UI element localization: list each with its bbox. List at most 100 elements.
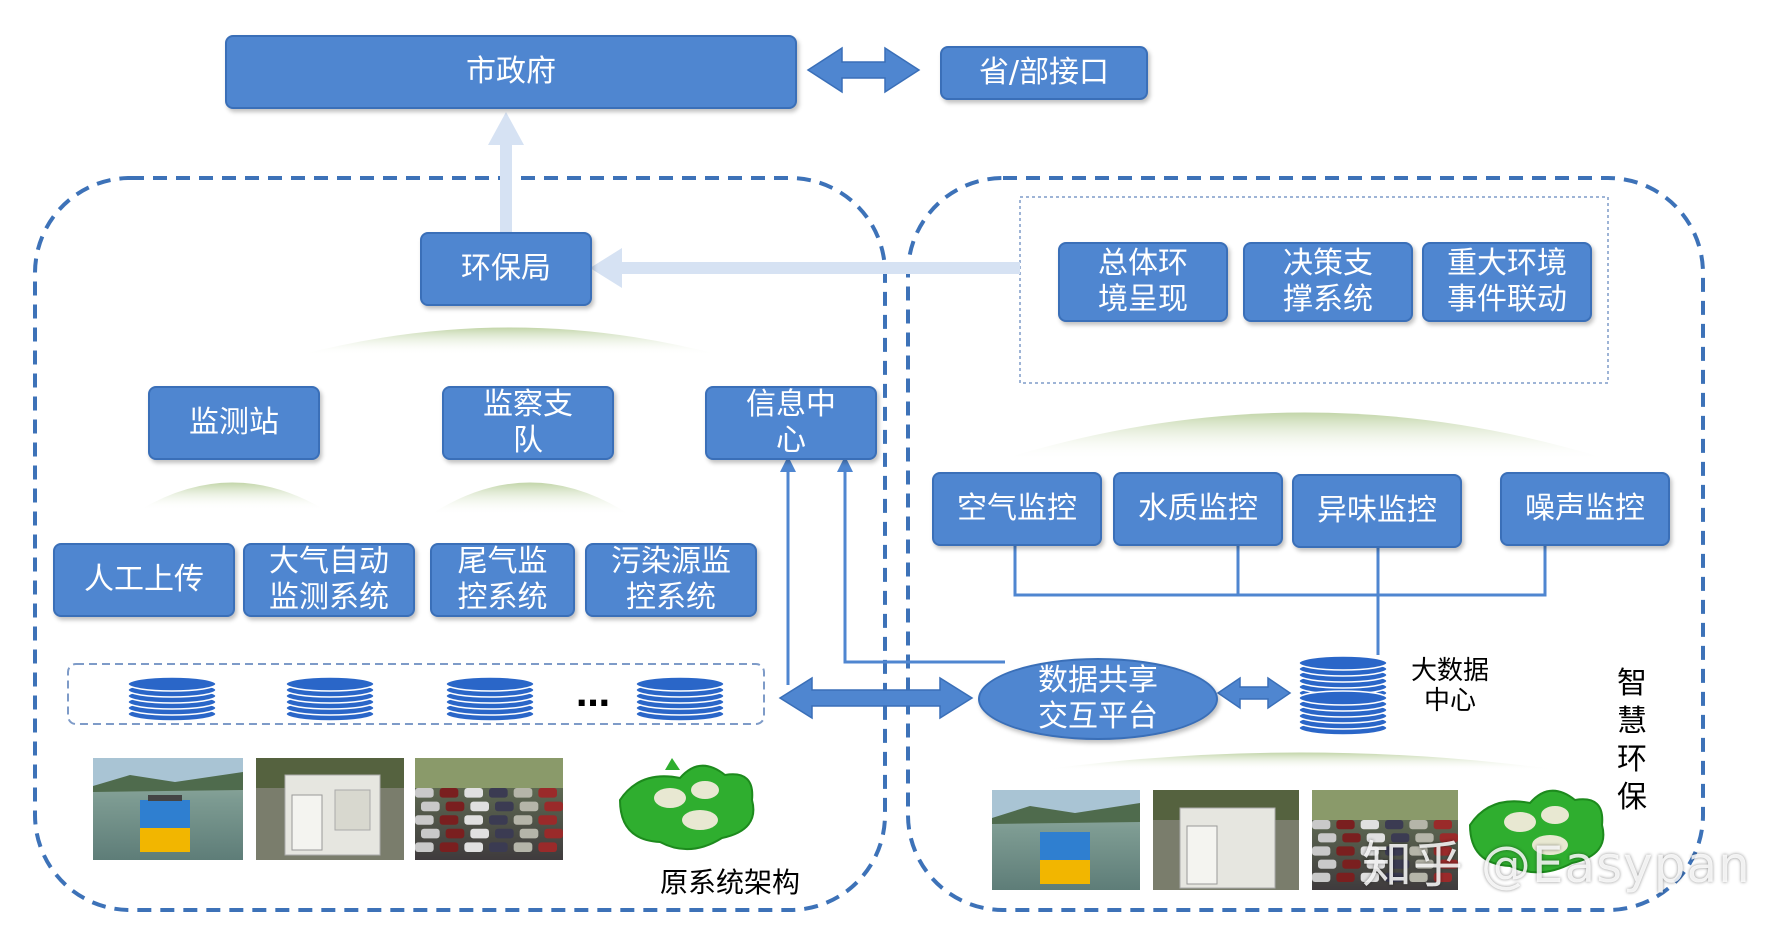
arrow-up-icon bbox=[780, 456, 796, 472]
car-shape bbox=[519, 801, 539, 812]
air-auto-monitoring-box[interactable]: 大气自动 监测系统 bbox=[243, 543, 415, 617]
inspection-team-label: 监察支 队 bbox=[483, 387, 573, 458]
monitoring-station-box[interactable]: 监测站 bbox=[148, 386, 320, 460]
province-interface-label: 省/部接口 bbox=[978, 55, 1110, 90]
water-monitoring-box[interactable]: 水质监控 bbox=[1113, 472, 1283, 546]
green-map-icon-left bbox=[618, 758, 755, 851]
noise-monitoring-label: 噪声监控 bbox=[1525, 491, 1645, 526]
photo-water-station-left bbox=[93, 758, 243, 860]
car-shape bbox=[489, 842, 508, 852]
database-stacks bbox=[127, 676, 725, 722]
car-shape bbox=[1342, 833, 1361, 843]
car-shape bbox=[544, 801, 563, 812]
original-architecture-caption: 原系统架构 bbox=[659, 866, 800, 899]
car-shape bbox=[489, 788, 508, 798]
car-shape bbox=[445, 801, 465, 812]
arrow-left-icon bbox=[590, 248, 622, 288]
car-shape bbox=[1385, 872, 1404, 882]
ellipsis: … bbox=[576, 675, 610, 715]
car-shape bbox=[1360, 846, 1379, 856]
manual-upload-label: 人工上传 bbox=[84, 562, 204, 597]
car-shape bbox=[1391, 859, 1410, 869]
car-shape bbox=[464, 842, 483, 852]
car-shape bbox=[513, 815, 533, 825]
car-shape bbox=[421, 801, 440, 812]
car-shape bbox=[470, 828, 489, 839]
double-arrow-icon bbox=[1216, 676, 1292, 710]
info-center-box[interactable]: 信息中 心 bbox=[705, 386, 877, 460]
province-interface-box[interactable]: 省/部接口 bbox=[940, 46, 1148, 100]
original-architecture-boundary bbox=[33, 176, 887, 912]
database-row-frame bbox=[67, 663, 765, 725]
car-shape bbox=[464, 815, 483, 825]
decision-support-label: 决策支 撑系统 bbox=[1283, 246, 1373, 317]
smart-epb-label: 智 慧 环 保 bbox=[1617, 666, 1647, 815]
exhaust-monitoring-box[interactable]: 尾气监 控系统 bbox=[430, 543, 575, 617]
car-shape bbox=[1342, 859, 1361, 869]
car-shape bbox=[1366, 833, 1385, 843]
application-layer-frame bbox=[1019, 196, 1609, 384]
car-shape bbox=[439, 815, 459, 825]
exhaust-monitoring-label: 尾气监 控系统 bbox=[457, 544, 548, 615]
cone-icon bbox=[1000, 412, 1610, 460]
car-shape bbox=[1433, 820, 1452, 830]
overall-environment-label: 总体环 境呈现 bbox=[1098, 246, 1188, 317]
car-shape bbox=[1409, 872, 1428, 882]
car-shape bbox=[1391, 833, 1410, 843]
car-shape bbox=[1336, 820, 1355, 830]
major-event-linkage-box[interactable]: 重大环境 事件联动 bbox=[1422, 242, 1592, 322]
car-shape bbox=[495, 828, 514, 839]
car-shape bbox=[1360, 872, 1379, 882]
car-shape bbox=[538, 842, 557, 852]
arrow-up-icon bbox=[837, 456, 853, 472]
car-shape bbox=[1336, 872, 1355, 882]
decision-support-box[interactable]: 决策支 撑系统 bbox=[1243, 242, 1413, 322]
city-government-box[interactable]: 市政府 bbox=[225, 35, 797, 109]
monitoring-station-label: 监测站 bbox=[189, 405, 279, 440]
car-shape bbox=[1415, 859, 1434, 869]
car-shape bbox=[1318, 859, 1337, 869]
odor-monitoring-box[interactable]: 异味监控 bbox=[1292, 474, 1462, 548]
water-monitoring-label: 水质监控 bbox=[1138, 491, 1258, 526]
inspection-team-box[interactable]: 监察支 队 bbox=[442, 386, 614, 460]
pollution-source-monitoring-label: 污染源监 控系统 bbox=[611, 544, 731, 615]
car-shape bbox=[538, 815, 557, 825]
car-shape bbox=[415, 788, 434, 798]
car-shape bbox=[1439, 833, 1458, 843]
database-icon bbox=[127, 676, 217, 722]
arrow-shaft bbox=[620, 262, 1020, 274]
car-shape bbox=[1312, 820, 1331, 830]
car-shape bbox=[1366, 859, 1385, 869]
photo-traffic-left bbox=[415, 758, 563, 860]
double-arrow-icon bbox=[806, 46, 921, 94]
epb-label: 环保局 bbox=[461, 251, 551, 286]
manual-upload-box[interactable]: 人工上传 bbox=[53, 543, 235, 617]
green-map-icon-right bbox=[1468, 789, 1605, 874]
data-exchange-platform[interactable]: 数据共享 交互平台 bbox=[978, 658, 1218, 740]
database-icon bbox=[285, 676, 375, 722]
pollution-source-monitoring-box[interactable]: 污染源监 控系统 bbox=[585, 543, 757, 617]
car-shape bbox=[1360, 820, 1379, 830]
car-shape bbox=[1312, 846, 1331, 856]
car-shape bbox=[464, 788, 483, 798]
zhihu-watermark: 知乎 @Easypan bbox=[1362, 836, 1751, 894]
car-shape bbox=[519, 828, 539, 839]
big-data-disk-icon bbox=[1298, 655, 1388, 736]
car-shape bbox=[1336, 846, 1355, 856]
epb-box[interactable]: 环保局 bbox=[420, 232, 592, 306]
noise-monitoring-box[interactable]: 噪声监控 bbox=[1500, 472, 1670, 546]
car-shape bbox=[1318, 833, 1337, 843]
car-shape bbox=[470, 801, 489, 812]
odor-monitoring-label: 异味监控 bbox=[1317, 493, 1437, 528]
car-shape bbox=[513, 842, 533, 852]
overall-environment-box[interactable]: 总体环 境呈现 bbox=[1058, 242, 1228, 322]
database-icon bbox=[1298, 690, 1388, 736]
car-shape bbox=[415, 842, 434, 852]
car-shape bbox=[495, 801, 514, 812]
car-shape bbox=[544, 828, 563, 839]
cone-icon bbox=[300, 327, 720, 355]
air-auto-monitoring-label: 大气自动 监测系统 bbox=[269, 544, 389, 615]
air-monitoring-box[interactable]: 空气监控 bbox=[932, 472, 1102, 546]
